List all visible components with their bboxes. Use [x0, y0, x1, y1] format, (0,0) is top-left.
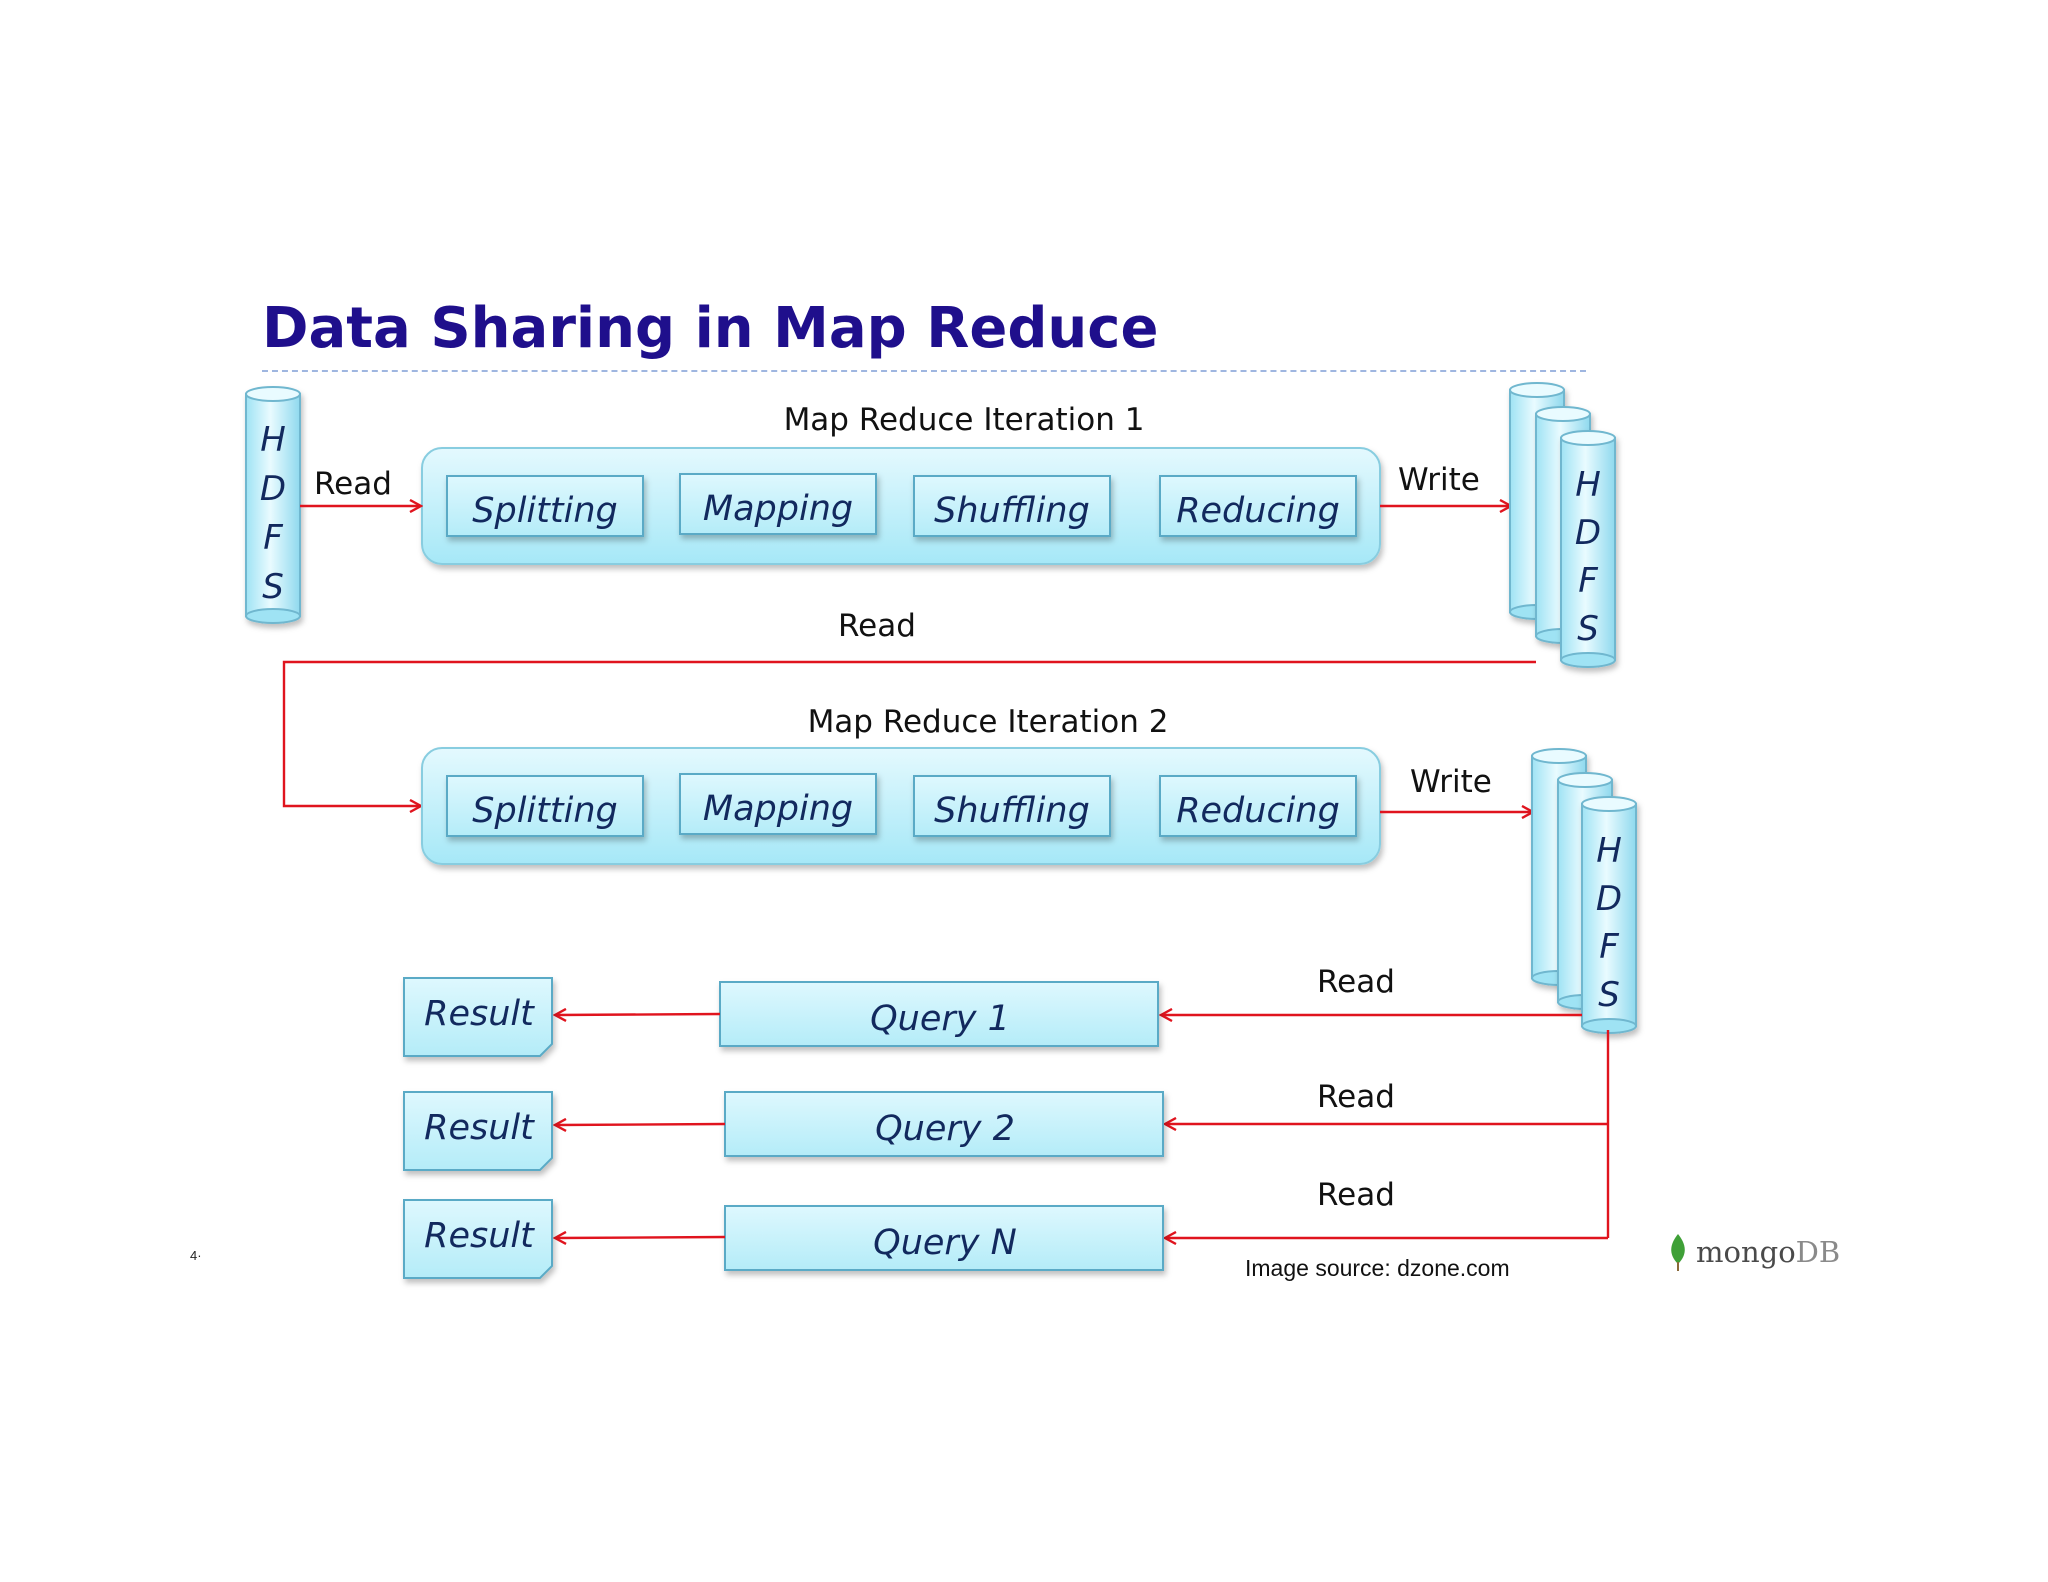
read-label-between: Read	[838, 608, 916, 644]
result-label: Result	[424, 1216, 535, 1256]
hdfs-letter: D	[260, 469, 286, 509]
result-box	[403, 1199, 553, 1279]
query-read-label: Read	[1317, 1177, 1395, 1213]
result-arrow-2	[556, 1124, 726, 1125]
leaf-icon	[1671, 1234, 1685, 1271]
query-box	[719, 981, 1159, 1047]
stage-shuffling-box	[913, 775, 1111, 837]
hdfs-letter: H	[1596, 831, 1622, 871]
page-title: Data Sharing in Map Reduce	[262, 296, 1159, 361]
result-box	[403, 977, 553, 1057]
hdfs-letter: H	[260, 420, 286, 460]
stage-reducing-box	[1159, 775, 1357, 837]
title-divider	[262, 370, 1586, 372]
mongodb-logo: mongoDB	[1666, 1232, 1840, 1272]
read-connector	[282, 660, 1536, 806]
iteration-2-panel	[421, 747, 1381, 865]
iteration-1-label: Map Reduce Iteration 1	[784, 402, 1145, 438]
iteration-2-label: Map Reduce Iteration 2	[808, 704, 1169, 740]
hdfs-letter: D	[1596, 879, 1622, 919]
stage-mapping-box	[679, 773, 877, 835]
query-label: Query 1	[870, 999, 1010, 1039]
stage-shuffling-label: Shuffling	[934, 791, 1090, 831]
hdfs-letter: S	[1598, 975, 1620, 1015]
read-label-1: Read	[314, 466, 392, 502]
stage-reducing-label: Reducing	[1176, 791, 1340, 831]
hdfs-source-letters: H D F S	[260, 420, 286, 607]
query-read-label: Read	[1317, 964, 1395, 1000]
hdfs-letter: S	[1577, 609, 1599, 649]
hdfs-output-stack-1	[1509, 382, 1616, 668]
stage-splitting-box	[446, 475, 644, 537]
hdfs-output-stack-2	[1531, 748, 1637, 1034]
query-boxes	[719, 981, 1164, 1271]
result-boxes	[403, 977, 553, 1279]
query-read-label: Read	[1317, 1079, 1395, 1115]
stage-splitting-label: Splitting	[472, 491, 617, 531]
stage-splitting-label: Splitting	[472, 791, 617, 831]
stage-mapping-label: Mapping	[703, 789, 853, 829]
hdfs-letter: H	[1575, 465, 1601, 505]
stage-mapping-box	[679, 473, 877, 535]
write-label-1: Write	[1398, 462, 1480, 498]
hdfs-letter: F	[1599, 927, 1619, 967]
hdfs-letter: D	[1575, 513, 1601, 553]
hdfs-source-cylinder	[245, 386, 301, 624]
iteration-1-stages	[446, 473, 1357, 537]
query-box	[724, 1091, 1164, 1157]
stage-mapping-label: Mapping	[703, 489, 853, 529]
stage-reducing-label: Reducing	[1176, 491, 1340, 531]
result-label: Result	[424, 994, 535, 1034]
stage-shuffling-label: Shuffling	[934, 491, 1090, 531]
stage-reducing-box	[1159, 475, 1357, 537]
query-label: Query N	[873, 1223, 1017, 1263]
image-source-caption: Image source: dzone.com	[1245, 1255, 1510, 1281]
write-label-2: Write	[1410, 764, 1492, 800]
result-label: Result	[424, 1108, 535, 1148]
hdfs-letter: S	[262, 567, 284, 607]
query-label: Query 2	[875, 1109, 1015, 1149]
iteration-2-stages	[446, 773, 1357, 837]
query-box	[724, 1205, 1164, 1271]
logo-wordmark: mongoDB	[1696, 1235, 1841, 1269]
result-arrow-3	[556, 1237, 726, 1238]
hdfs-letter: F	[1578, 561, 1598, 601]
stage-splitting-box	[446, 775, 644, 837]
hdfs-letter: F	[263, 518, 283, 558]
stage-shuffling-box	[913, 475, 1111, 537]
result-box	[403, 1091, 553, 1171]
page-number: 4·	[190, 1248, 202, 1263]
result-arrow-1	[556, 1014, 721, 1015]
